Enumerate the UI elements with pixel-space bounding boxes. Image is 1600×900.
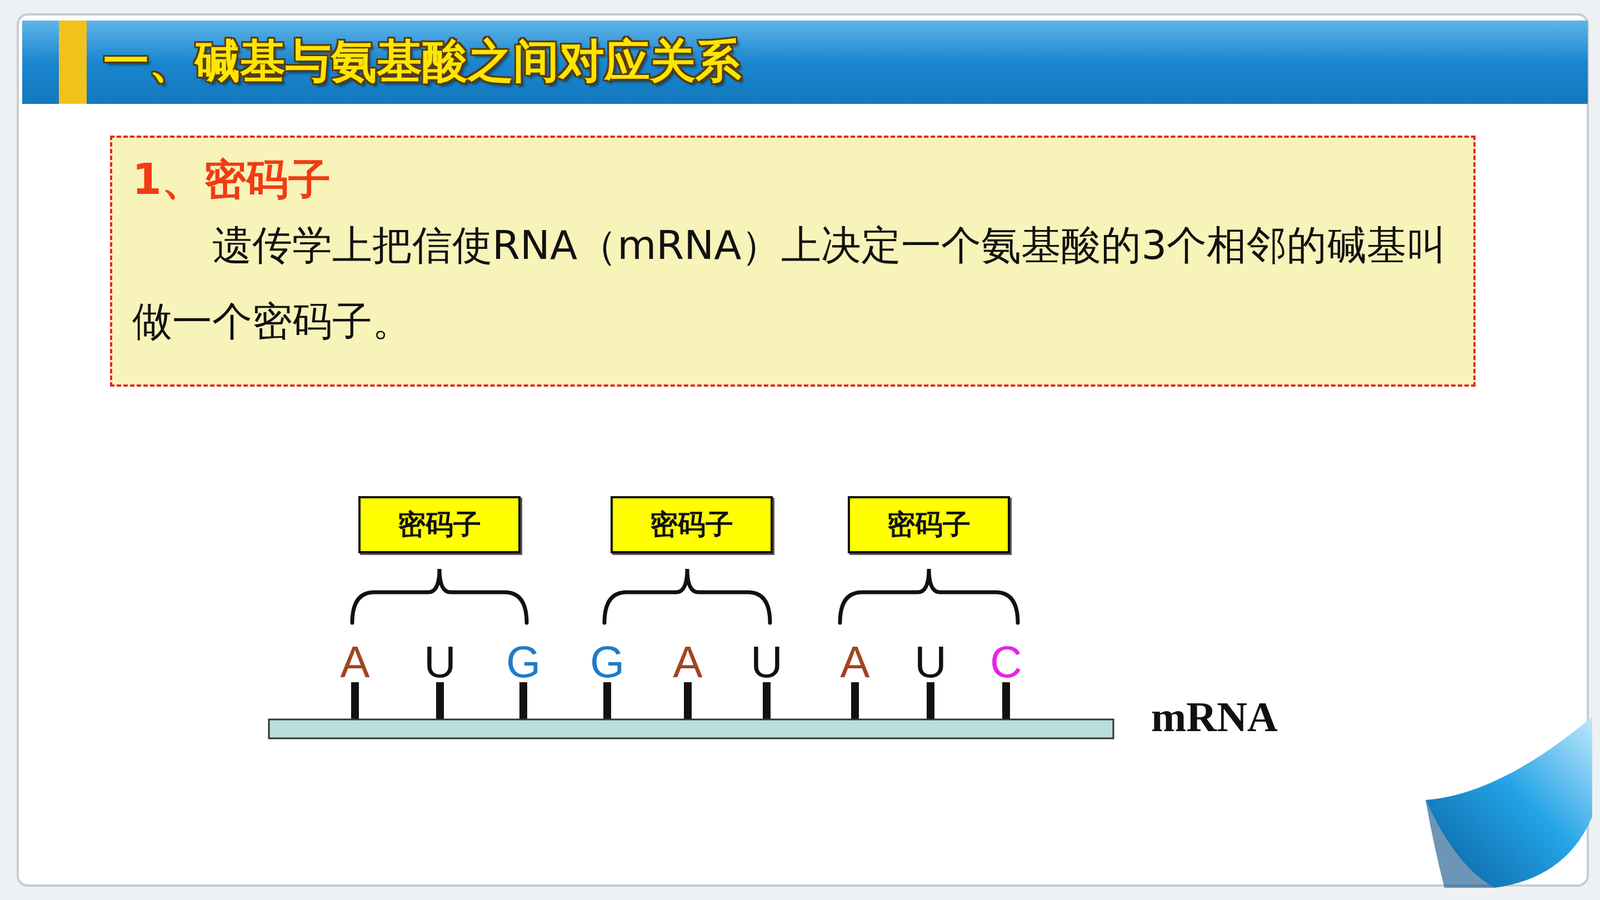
title-accent bbox=[58, 20, 87, 104]
base-letter: A bbox=[340, 640, 370, 685]
title-bar bbox=[22, 20, 1588, 104]
slide-panel bbox=[17, 14, 1588, 886]
codon-box: 密码子 bbox=[847, 496, 1010, 554]
codon-box: 密码子 bbox=[610, 496, 773, 554]
mrna-strand bbox=[268, 719, 1114, 739]
base-letter: A bbox=[840, 640, 870, 685]
definition-text: 遗传学上把信使RNA（mRNA）上决定一个氨基酸的3个相邻的碱基叫做一个密码子。 bbox=[132, 207, 1457, 360]
base-letter: G bbox=[590, 640, 625, 685]
base-letter: U bbox=[750, 640, 783, 685]
strand-label: mRNA bbox=[1151, 695, 1278, 738]
codon-label: 密码子 bbox=[650, 506, 734, 544]
base-letter: U bbox=[423, 640, 457, 685]
definition-heading: 1、密码子 bbox=[132, 152, 1457, 208]
codon-label: 密码子 bbox=[397, 506, 482, 544]
curl-shadow bbox=[1425, 800, 1495, 888]
codon-box: 密码子 bbox=[358, 496, 521, 554]
base-letter: U bbox=[914, 640, 947, 685]
definition-box: 1、密码子遗传学上把信使RNA（mRNA）上决定一个氨基酸的3个相邻的碱基叫做一… bbox=[110, 135, 1476, 387]
slide-title: 一、碱基与氨基酸之间对应关系 bbox=[103, 26, 742, 95]
base-letter: A bbox=[672, 640, 703, 685]
codon-label: 密码子 bbox=[887, 506, 971, 544]
base-letter: C bbox=[990, 640, 1023, 685]
base-sticks bbox=[351, 682, 1010, 720]
base-letter: G bbox=[506, 640, 541, 685]
page-curl bbox=[1425, 716, 1593, 888]
codon-braces bbox=[352, 568, 1018, 623]
